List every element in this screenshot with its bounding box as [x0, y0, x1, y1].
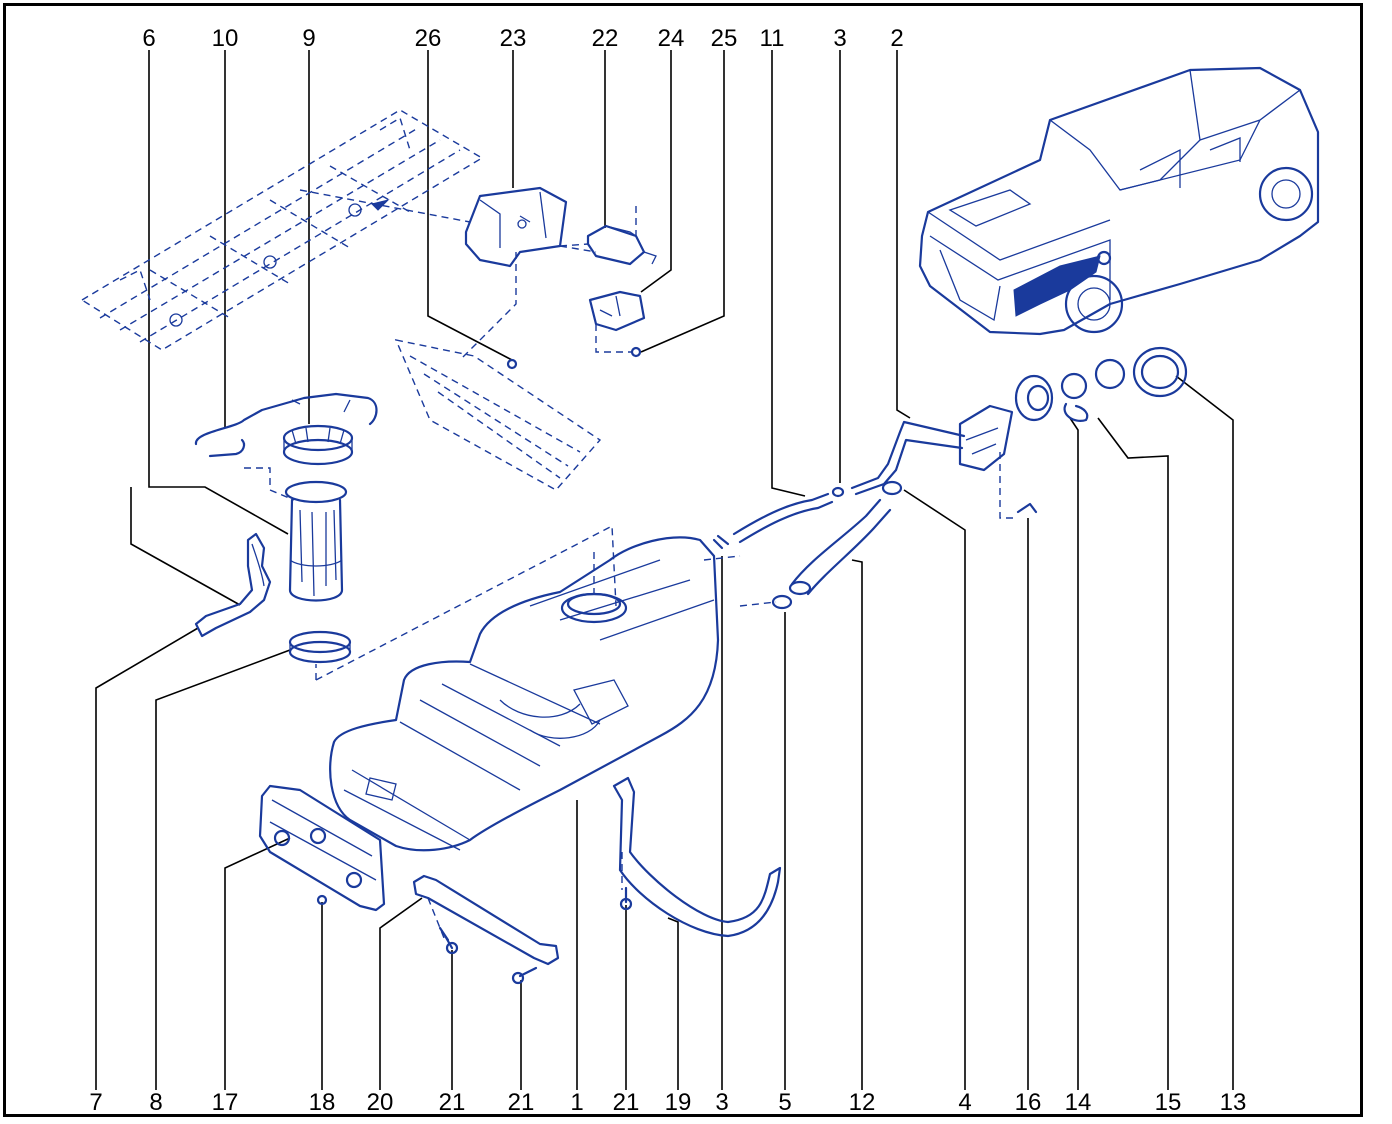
- leader-11: [771, 50, 806, 497]
- leader-12: [851, 559, 863, 1090]
- callout-bottom-18: 13: [1220, 1089, 1247, 1116]
- leader-4: [903, 489, 966, 1090]
- leader-20: [379, 897, 423, 1090]
- callout-top-3: 9: [302, 25, 315, 52]
- top-callouts: 6 10 9 26 23 22 24 25 11 3 2: [142, 25, 903, 52]
- leader-2: [896, 50, 911, 419]
- chassis-frame: [80, 109, 484, 351]
- callout-top-6: 22: [592, 25, 619, 52]
- leader-25: [640, 50, 725, 353]
- callout-bottom-8: 1: [570, 1089, 583, 1116]
- lock-ring-9: [282, 424, 354, 466]
- callout-bottom-6: 21: [439, 1089, 466, 1116]
- callout-top-10: 3: [833, 25, 846, 52]
- callout-top-2: 10: [212, 25, 239, 52]
- callout-bottom-13: 12: [849, 1089, 876, 1116]
- leader-13: [1175, 375, 1234, 1090]
- heat-shield-17: [258, 784, 386, 912]
- callout-bottom-12: 5: [778, 1089, 791, 1116]
- bracket-24: [588, 290, 646, 332]
- leader-14: [1069, 417, 1079, 1090]
- callout-bottom-4: 18: [309, 1089, 336, 1116]
- leader-6: [148, 50, 289, 535]
- leader-19: [667, 917, 679, 1090]
- callout-bottom-1: 7: [89, 1089, 102, 1116]
- bottom-callouts: 7 8 17 18 20 21 21 1 21 19 3 5 12 4 16 1…: [89, 1089, 1246, 1116]
- callout-bottom-5: 20: [367, 1089, 394, 1116]
- filler-neck: [958, 374, 1054, 519]
- clamp-4: [881, 480, 903, 496]
- callout-bottom-2: 8: [149, 1089, 162, 1116]
- filler-hose-12: [739, 480, 903, 610]
- callout-top-5: 23: [500, 25, 527, 52]
- callout-top-11: 2: [890, 25, 903, 52]
- leader-6b: [130, 487, 241, 606]
- callout-top-9: 11: [760, 25, 785, 52]
- callout-top-7: 24: [658, 25, 685, 52]
- vent-hose-11: [712, 420, 966, 550]
- callout-top-4: 26: [415, 25, 442, 52]
- bolts-21: [438, 886, 633, 985]
- diagram-frame: [3, 3, 1363, 1117]
- bracket-23: [464, 186, 568, 268]
- callout-bottom-16: 14: [1065, 1089, 1092, 1116]
- callout-top-1: 6: [142, 25, 155, 52]
- fuel-tank-1: [329, 536, 741, 852]
- callout-top-8: 25: [711, 25, 738, 52]
- cap-15: [1094, 358, 1126, 390]
- leader-26: [427, 50, 513, 361]
- floor-panel: [394, 339, 602, 491]
- module-22: [559, 206, 657, 266]
- sender-wire-10: [194, 392, 378, 458]
- strap-20: [412, 874, 560, 966]
- strap-19: [612, 776, 782, 938]
- callout-bottom-3: 17: [212, 1089, 239, 1116]
- seal-13: [1132, 346, 1188, 398]
- clip-18: [316, 894, 328, 906]
- leader-lines: [95, 50, 1234, 1090]
- callout-bottom-14: 4: [958, 1089, 971, 1116]
- callout-bottom-9: 21: [613, 1089, 640, 1116]
- callout-bottom-11: 3: [715, 1089, 728, 1116]
- leader-7: [95, 627, 199, 1090]
- leader-24: [640, 50, 672, 293]
- nut-25: [630, 346, 642, 358]
- nut-26: [506, 358, 518, 370]
- callout-bottom-10: 19: [665, 1089, 692, 1116]
- leader-8: [155, 649, 291, 1090]
- clamp-5: [771, 594, 793, 610]
- level-sensor-7: [194, 532, 272, 638]
- callout-bottom-17: 15: [1155, 1089, 1182, 1116]
- callout-bottom-7: 21: [508, 1089, 535, 1116]
- leader-15: [1097, 417, 1169, 1090]
- leader-17: [224, 837, 291, 1090]
- gasket-14: [1060, 372, 1089, 422]
- seal-ring-8: [288, 630, 352, 664]
- pickup-truck: [918, 66, 1320, 336]
- fuel-pump-module-6: [244, 467, 348, 602]
- callout-bottom-15: 16: [1015, 1089, 1042, 1116]
